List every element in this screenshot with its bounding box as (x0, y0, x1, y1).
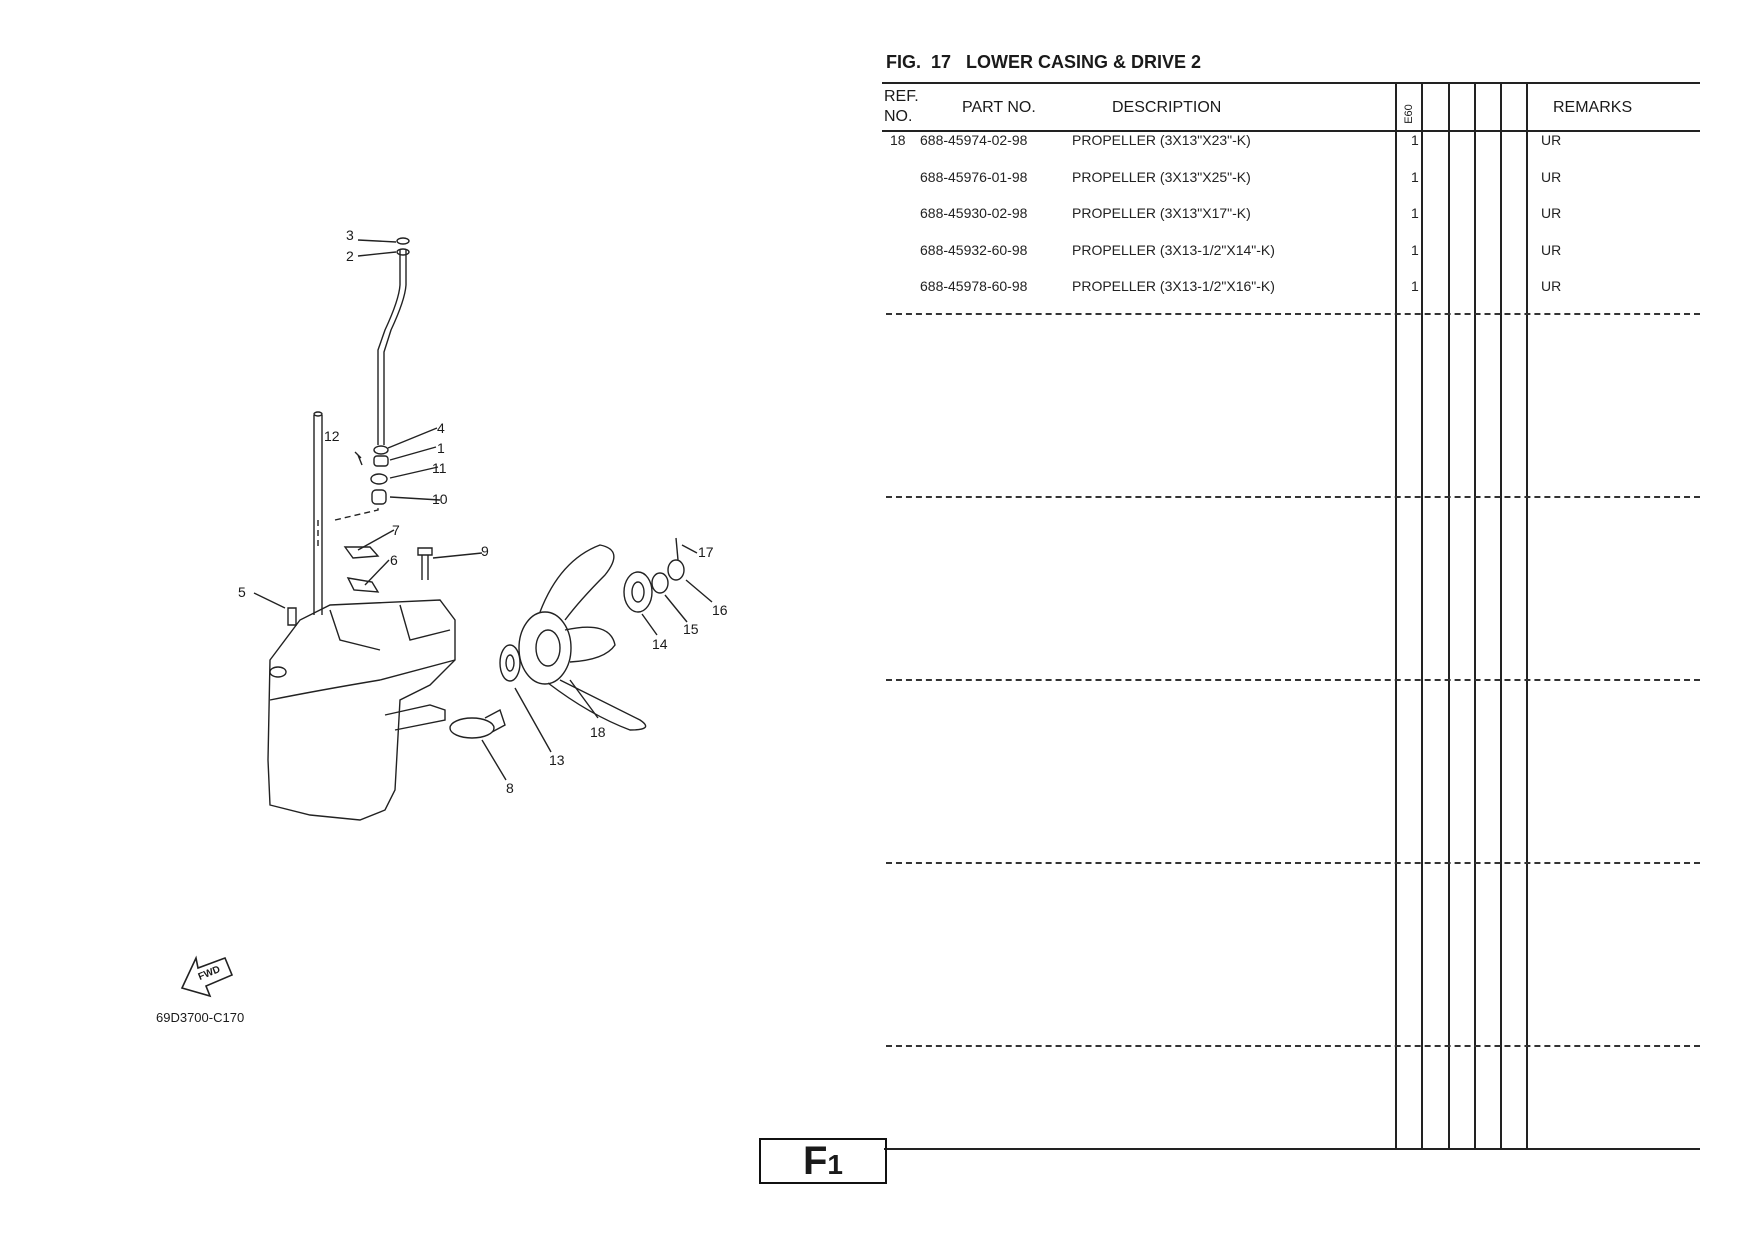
row-remarks: UR (1541, 278, 1562, 294)
col-divider (1526, 82, 1528, 1148)
callout-2: 2 (346, 248, 354, 264)
row-qty: 1 (1411, 205, 1419, 221)
callout-8: 8 (506, 780, 514, 796)
col-divider (1448, 82, 1450, 1148)
header-ref: REF. (884, 88, 919, 105)
callout-10: 10 (432, 491, 448, 507)
callout-16: 16 (712, 602, 728, 618)
callout-4: 4 (437, 420, 445, 436)
row-part-no: 688-45974-02-98 (920, 132, 1028, 148)
seal-part-4 (373, 445, 389, 455)
header-model-e60: E60 (1403, 104, 1415, 124)
header-remarks: REMARKS (1553, 99, 1633, 116)
anode-part-8 (449, 717, 495, 739)
row-part-no: 688-45976-01-98 (920, 169, 1028, 185)
row-part-no: 688-45932-60-98 (920, 242, 1028, 258)
cotter-pin-part-17 (675, 537, 679, 561)
screw-part-12 (354, 451, 363, 466)
col-divider (1421, 82, 1423, 1148)
header-part-no: PART NO. (962, 99, 1036, 116)
row-part-no: 688-45930-02-98 (920, 205, 1028, 221)
callout-17: 17 (698, 544, 714, 560)
header-bottom-rule (882, 130, 1700, 132)
callout-18: 18 (590, 724, 606, 740)
section-divider (886, 496, 1700, 498)
washer-part-3 (396, 237, 410, 245)
section-number: 1 (827, 1149, 843, 1180)
callout-6: 6 (390, 552, 398, 568)
row-remarks: UR (1541, 205, 1562, 221)
callout-12: 12 (324, 428, 340, 444)
oring-part-11 (370, 473, 388, 485)
section-divider (886, 679, 1700, 681)
row-description: PROPELLER (3X13"X25"-K) (1072, 169, 1251, 185)
section-divider (886, 1045, 1700, 1047)
plate-part-7 (343, 546, 380, 559)
nut-part-16 (667, 559, 685, 581)
exploded-parts-diagram (180, 237, 713, 998)
col-divider (1500, 82, 1502, 1148)
washer-part-2 (396, 248, 410, 256)
row-qty: 1 (1411, 132, 1419, 148)
washer-part-14 (623, 571, 653, 613)
callout-13: 13 (549, 752, 565, 768)
table-top-rule (882, 82, 1700, 84)
pin-part-5 (287, 607, 297, 626)
row-description: PROPELLER (3X13"X17"-K) (1072, 205, 1251, 221)
bracket-part-6 (346, 577, 380, 593)
propeller-part-18 (518, 544, 647, 731)
section-divider (886, 313, 1700, 315)
callout-9: 9 (481, 543, 489, 559)
row-remarks: UR (1541, 169, 1562, 185)
row-remarks: UR (1541, 242, 1562, 258)
row-part-no: 688-45978-60-98 (920, 278, 1028, 294)
section-letter: F (802, 1139, 828, 1183)
lower-casing (267, 599, 456, 821)
col-divider (1395, 82, 1397, 1148)
callout-14: 14 (652, 636, 668, 652)
row-description: PROPELLER (3X13"X23"-K) (1072, 132, 1251, 148)
col-divider (1474, 82, 1476, 1148)
callout-1: 1 (437, 440, 445, 456)
row-ref: 18 (890, 132, 906, 148)
row-description: PROPELLER (3X13-1/2"X16"-K) (1072, 278, 1275, 294)
grommet-part-10 (371, 489, 387, 505)
row-qty: 1 (1411, 169, 1419, 185)
callout-11: 11 (432, 460, 447, 476)
section-tab: F1 (759, 1138, 887, 1184)
row-qty: 1 (1411, 278, 1419, 294)
callout-5: 5 (238, 584, 246, 600)
shift-rod (377, 250, 401, 445)
fwd-arrow-icon (180, 955, 234, 998)
bolt-part-9 (417, 547, 433, 580)
callout-15: 15 (683, 621, 699, 637)
drawing-code: 69D3700-C170 (156, 1010, 245, 1025)
section-divider (886, 862, 1700, 864)
callout-7: 7 (392, 522, 400, 538)
row-description: PROPELLER (3X13-1/2"X14"-K) (1072, 242, 1275, 258)
callout-3: 3 (346, 227, 354, 243)
drive-shaft (313, 415, 323, 615)
header-no: NO. (884, 108, 913, 125)
table-bottom-rule (884, 1148, 1700, 1150)
row-qty: 1 (1411, 242, 1419, 258)
washer-part-13 (499, 644, 521, 682)
bushing-part-1 (373, 455, 389, 467)
header-description: DESCRIPTION (1112, 99, 1222, 116)
figure-title: FIG. 17 LOWER CASING & DRIVE 2 (886, 52, 1202, 72)
spacer-part-15 (651, 572, 669, 594)
row-remarks: UR (1541, 132, 1562, 148)
